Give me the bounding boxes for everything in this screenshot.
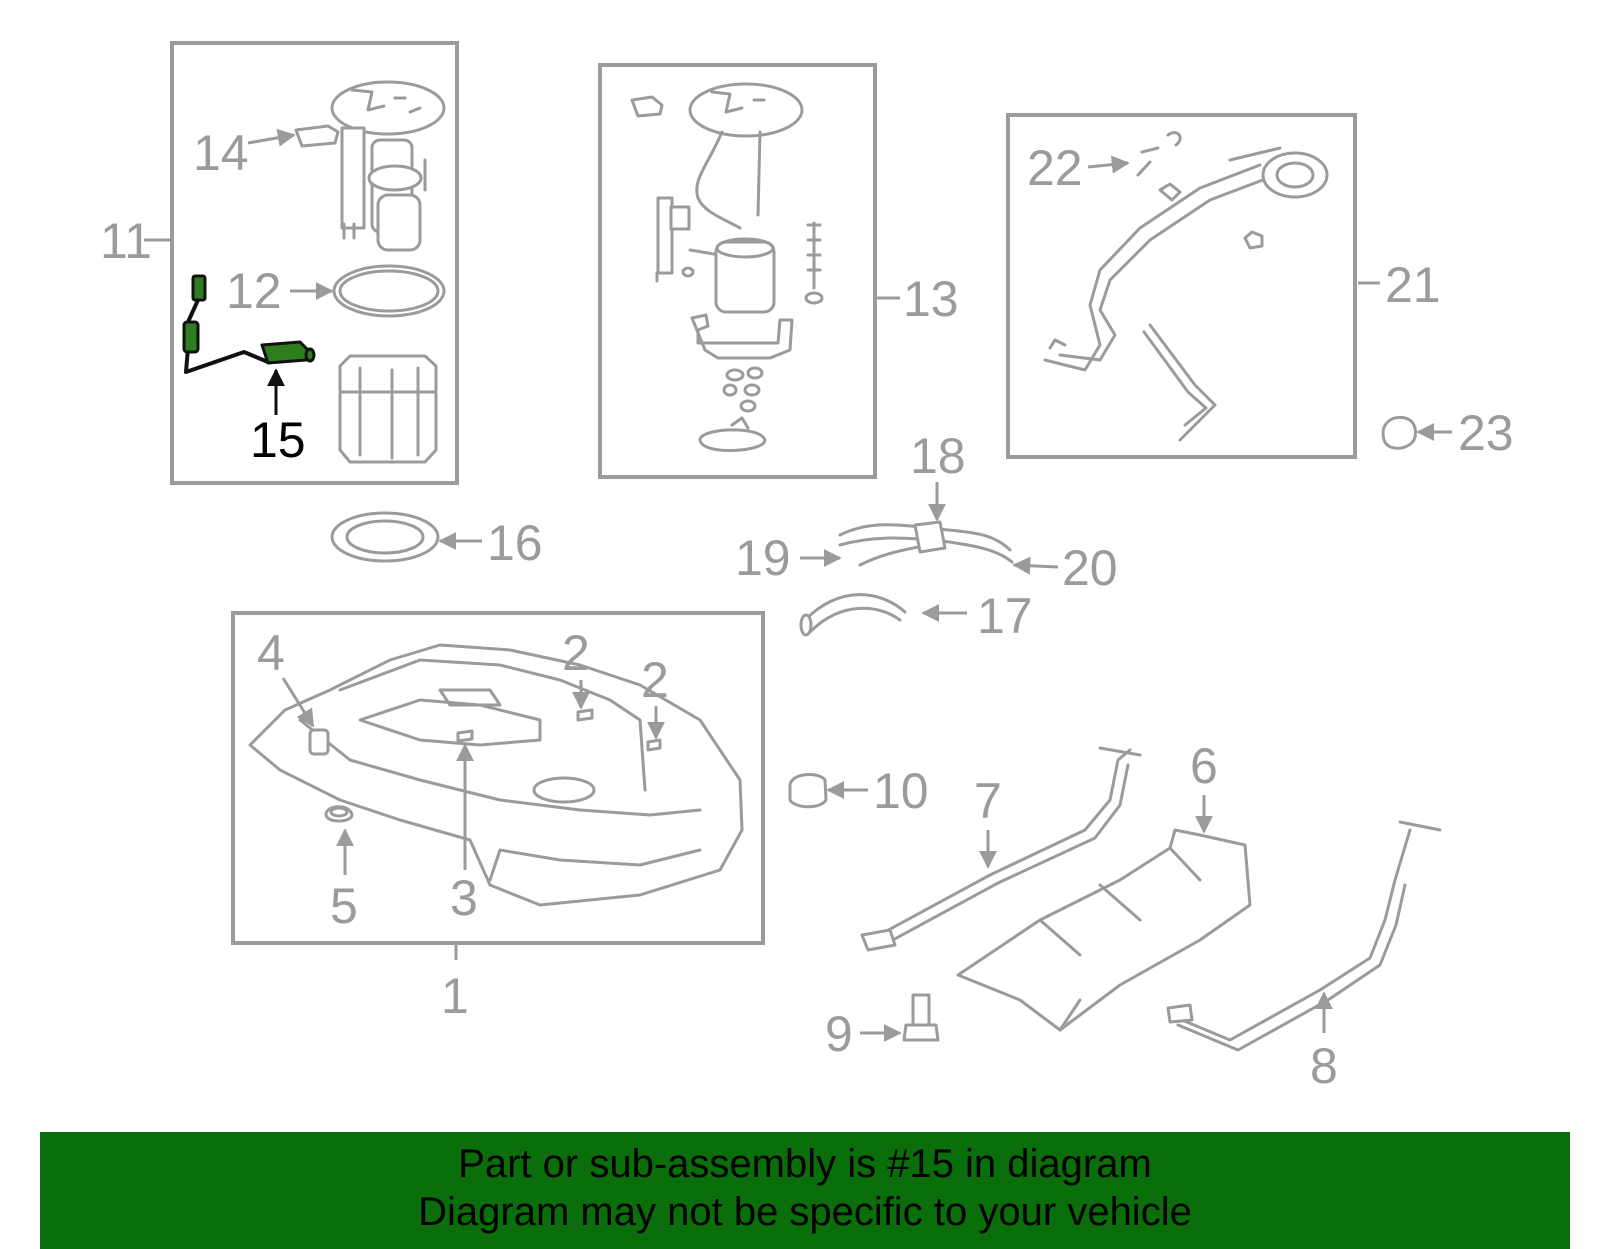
callout-19: 19 (735, 530, 791, 586)
assembly-box-11 (170, 41, 459, 485)
callout-17: 17 (977, 588, 1033, 644)
hose-assembly-18-19-20 (838, 520, 1014, 567)
callout-23: 23 (1458, 405, 1514, 461)
strainer-bucket-drawing (338, 354, 438, 464)
part-6-heat-shield (956, 828, 1252, 1032)
callout-14: 14 (193, 125, 249, 181)
part-10-plug (788, 773, 828, 809)
part-23-cap (1381, 415, 1418, 450)
part-16-retainer-ring (330, 511, 440, 563)
part-15-fuel-level-sensor (182, 274, 316, 374)
part-9-bolt (902, 993, 940, 1042)
fuel-tank-drawing (248, 643, 744, 907)
assembly-box-21 (1006, 113, 1357, 459)
parts-diagram: 11 14 12 15 13 21 22 23 16 18 19 20 17 4… (100, 41, 1514, 1094)
filler-neck-drawing (1043, 131, 1329, 442)
part-8-strap (1166, 820, 1442, 1052)
part-5-grommet (324, 805, 354, 823)
part-14-clip (294, 124, 340, 148)
banner-line-2: Diagram may not be specific to your vehi… (418, 1190, 1192, 1234)
callout-2a: 2 (562, 625, 590, 681)
callout-13: 13 (903, 271, 959, 327)
callout-3: 3 (450, 870, 478, 926)
info-banner: Part or sub-assembly is #15 in diagram D… (40, 1132, 1570, 1249)
callout-1: 1 (441, 968, 469, 1024)
pump-components-drawing (630, 82, 824, 452)
callout-6: 6 (1190, 738, 1218, 794)
callout-10: 10 (873, 763, 929, 819)
callout-9: 9 (825, 1006, 853, 1062)
part-7-strap (860, 746, 1142, 952)
callout-20: 20 (1062, 540, 1118, 596)
fuel-pump-module-drawing (330, 80, 446, 252)
part-12-gasket (332, 264, 446, 318)
callout-18: 18 (910, 428, 966, 484)
callout-11: 11 (100, 213, 152, 269)
callout-15: 15 (250, 412, 306, 468)
banner-line-1: Part or sub-assembly is #15 in diagram (458, 1142, 1152, 1186)
assembly-box-1 (231, 611, 765, 945)
callout-8: 8 (1310, 1038, 1338, 1094)
part-17-hose (799, 593, 907, 637)
callout-21: 21 (1385, 257, 1441, 313)
assembly-box-13 (598, 63, 877, 479)
callout-2b: 2 (641, 652, 669, 708)
callout-22: 22 (1027, 140, 1083, 196)
callout-16: 16 (487, 515, 543, 571)
callout-7: 7 (974, 773, 1002, 829)
callout-4: 4 (257, 625, 285, 681)
callout-12: 12 (226, 263, 282, 319)
part-4-grommet (308, 728, 330, 756)
callout-5: 5 (330, 878, 358, 934)
